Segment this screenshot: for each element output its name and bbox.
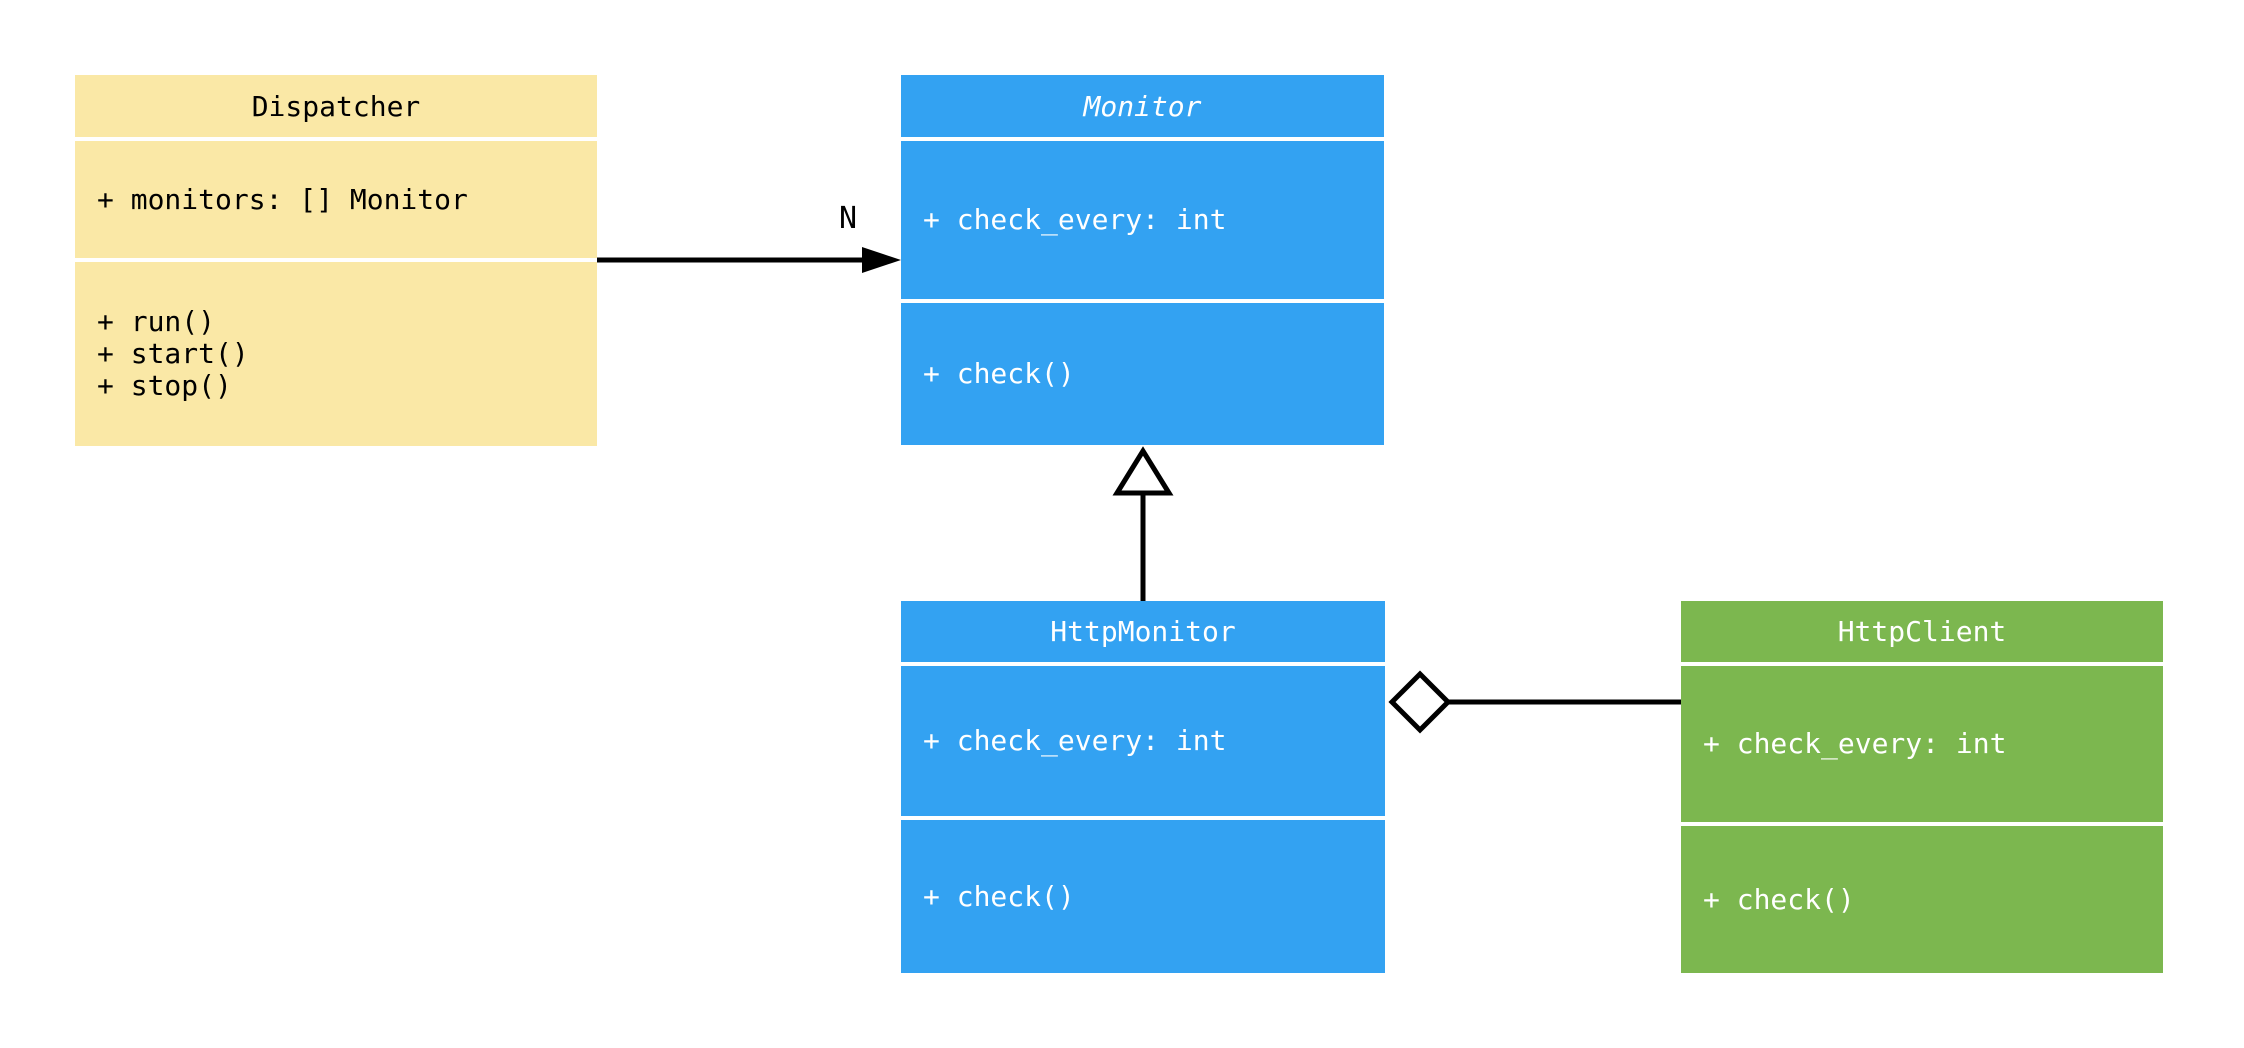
compartment-divider <box>75 137 597 141</box>
class-dispatcher-methods: + run() + start() + stop() <box>75 262 597 446</box>
method-line: + stop() <box>97 369 232 402</box>
generalization-triangle-icon <box>1112 446 1174 496</box>
compartment-divider <box>901 816 1385 820</box>
class-monitor-attributes: + check_every: int <box>901 141 1384 299</box>
association-multiplicity-label: N <box>838 201 858 236</box>
attribute-line: + monitors: [] Monitor <box>97 182 468 216</box>
class-httpmonitor-methods: + check() <box>901 820 1385 973</box>
association-arrowhead-icon <box>862 247 901 273</box>
class-httpmonitor: HttpMonitor + check_every: int + check() <box>901 601 1385 973</box>
class-monitor: Monitor + check_every: int + check() <box>901 75 1384 445</box>
method-line: + check() <box>923 879 1075 913</box>
class-dispatcher-attributes: + monitors: [] Monitor <box>75 141 597 258</box>
class-httpmonitor-title: HttpMonitor <box>1050 615 1236 648</box>
class-monitor-title: Monitor <box>1083 89 1202 123</box>
compartment-divider <box>901 662 1385 666</box>
attribute-line: + check_every: int <box>923 724 1227 757</box>
method-line: + check() <box>923 357 1075 390</box>
class-httpclient-title: HttpClient <box>1837 615 2007 648</box>
compartment-divider <box>901 137 1384 141</box>
compartment-divider <box>1681 822 2163 826</box>
compartment-divider <box>901 299 1384 303</box>
compartment-divider <box>1681 662 2163 666</box>
class-httpclient-methods: + check() <box>1681 826 2163 973</box>
compartment-divider <box>75 258 597 262</box>
class-dispatcher-title: Dispatcher <box>251 89 421 123</box>
class-httpclient: HttpClient + check_every: int + check() <box>1681 601 2163 973</box>
class-httpmonitor-attributes: + check_every: int <box>901 666 1385 816</box>
attribute-line: + check_every: int <box>1703 727 2007 760</box>
class-monitor-methods: + check() <box>901 303 1384 445</box>
aggregation-diamond-icon <box>1388 670 1452 734</box>
method-line: + check() <box>1703 882 1855 916</box>
attribute-line: + check_every: int <box>923 203 1227 236</box>
class-dispatcher: Dispatcher + monitors: [] Monitor + run(… <box>75 75 597 446</box>
method-line: + start() <box>97 337 249 370</box>
method-line: + run() <box>97 305 216 338</box>
class-httpclient-attributes: + check_every: int <box>1681 666 2163 822</box>
